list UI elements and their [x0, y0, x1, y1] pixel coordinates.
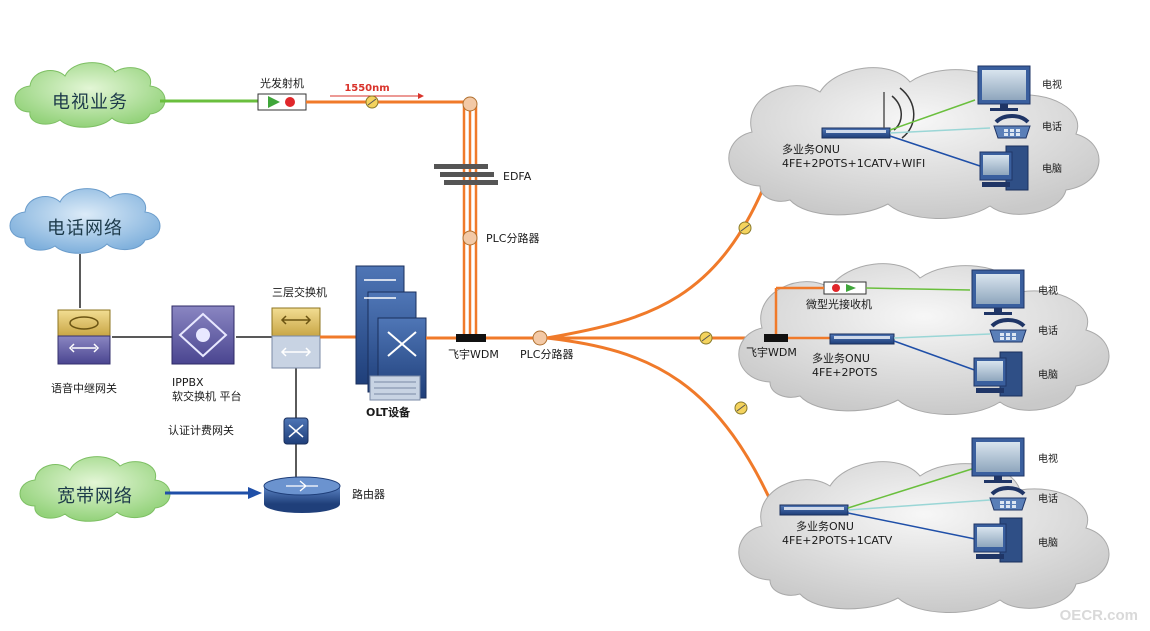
plc-splitter-main-label: PLC分路器	[520, 348, 573, 361]
top-pc-label: 电脑	[1042, 162, 1062, 175]
middle-computer-icon	[973, 351, 1023, 397]
bottom-pc-label: 电脑	[1038, 536, 1058, 549]
olt-label: OLT设备	[366, 405, 411, 419]
middle-tv-label: 电视	[1038, 284, 1058, 297]
wdm-site-label: 飞宇WDM	[746, 346, 797, 359]
middle-pc-label: 电脑	[1038, 368, 1058, 381]
top-onu-ports-label: 4FE+2POTS+1CATV+WIFI	[782, 157, 925, 170]
l3-switch-label: 三层交换机	[272, 285, 327, 299]
micro-optical-receiver	[823, 281, 867, 295]
play-icon	[268, 96, 280, 108]
wdm-site-device	[764, 334, 788, 342]
middle-onu-label: 多业务ONU	[812, 351, 870, 365]
tv-service-label: 电视业务	[52, 92, 128, 113]
plc-splitter-top-label: PLC分路器	[486, 232, 539, 245]
micro-receiver-label: 微型光接收机	[806, 297, 872, 311]
broadband-network-cloud: 宽带网络	[19, 456, 171, 522]
ippbx-device	[171, 305, 235, 365]
middle-onu-ports-label: 4FE+2POTS	[812, 366, 878, 379]
auth-gateway-device	[283, 417, 309, 445]
top-phone-link	[889, 127, 991, 134]
transmitter-label: 光发射机	[260, 76, 304, 90]
top-pc-link	[889, 135, 981, 167]
middle-pc-link	[893, 340, 981, 373]
fiber-to-bottom-site	[546, 336, 782, 523]
bottom-tv-link	[847, 467, 976, 509]
fiber-node-icon	[462, 96, 478, 112]
bottom-phone-label: 电话	[1038, 492, 1058, 505]
bottom-pc-link	[847, 512, 981, 541]
router-device	[263, 476, 341, 513]
wdm-main-label: 飞宇WDM	[448, 348, 499, 361]
arrow-icon	[248, 487, 262, 499]
led-icon	[285, 97, 295, 107]
tv-service-cloud: 电视业务	[14, 62, 166, 128]
middle-tv-link	[865, 287, 971, 291]
middle-tv-monitor-icon	[971, 269, 1025, 315]
watermark: OECR.com	[1060, 607, 1138, 624]
bottom-telephone-icon	[989, 486, 1027, 511]
top-tv-link	[889, 99, 976, 131]
middle-onu-device	[829, 333, 895, 345]
fiber-connector-icon	[738, 221, 752, 235]
phone-network-cloud: 电话网络	[9, 188, 161, 254]
bottom-phone-link	[847, 499, 991, 511]
fiber-connector-icon	[699, 331, 713, 345]
auth-gateway-label: 认证计费网关	[168, 423, 234, 437]
bottom-computer-icon	[973, 517, 1023, 563]
endpoint-devices	[971, 65, 1031, 563]
fiber-connector-icon	[734, 401, 748, 415]
top-tv-label: 电视	[1042, 78, 1062, 91]
olt-device	[355, 265, 427, 401]
ippbx-label: IPPBX	[172, 376, 204, 389]
softswitch-label: 软交换机 平台	[172, 389, 242, 403]
bottom-onu-label: 多业务ONU	[796, 519, 854, 533]
bottom-onu-ports-label: 4FE+2POTS+1CATV	[782, 534, 893, 547]
plc-splitter-main-icon	[532, 330, 548, 346]
bottom-onu-device	[779, 504, 849, 516]
vertical-fiber-bundle	[462, 106, 478, 338]
router-label: 路由器	[352, 487, 385, 501]
top-computer-icon	[979, 145, 1029, 191]
bottom-tv-label: 电视	[1038, 452, 1058, 465]
fiber-connector-icon	[365, 95, 379, 109]
top-tv-monitor-icon	[977, 65, 1031, 111]
wdm-main-device	[456, 334, 486, 342]
middle-phone-link	[893, 333, 991, 339]
bottom-tv-monitor-icon	[971, 437, 1025, 483]
voice-gateway-device	[57, 309, 111, 365]
top-phone-label: 电话	[1042, 120, 1062, 133]
fiber-to-top-site	[546, 171, 772, 340]
l3-switch-device	[271, 307, 321, 369]
wavelength-label: 1550nm	[344, 83, 389, 94]
phone-network-label: 电话网络	[47, 218, 123, 239]
edfa-device	[434, 164, 498, 185]
arrow-icon	[418, 93, 424, 99]
edfa-label: EDFA	[503, 170, 532, 183]
voice-gateway-label: 语音中继网关	[51, 381, 117, 395]
top-onu-label: 多业务ONU	[782, 142, 840, 156]
plc-splitter-top-icon	[462, 230, 478, 246]
top-telephone-icon	[993, 114, 1031, 139]
middle-telephone-icon	[989, 318, 1027, 343]
middle-phone-label: 电话	[1038, 324, 1058, 337]
broadband-network-label: 宽带网络	[57, 486, 133, 507]
optical-transmitter	[257, 93, 307, 111]
